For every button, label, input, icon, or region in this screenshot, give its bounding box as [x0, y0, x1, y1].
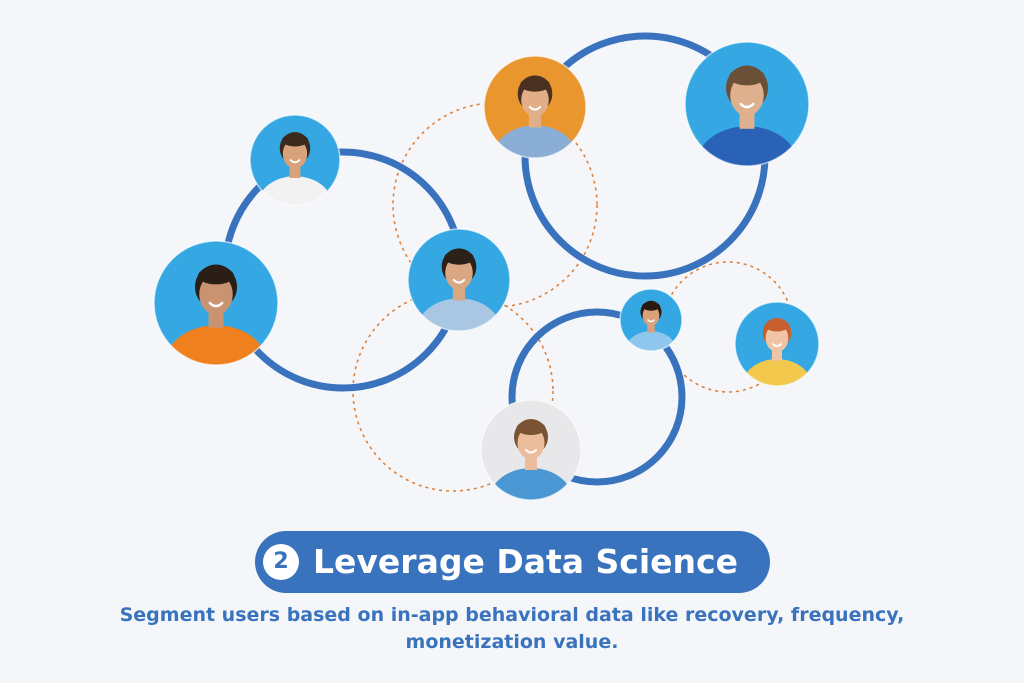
avatar-man-blue-shirt-orange-bg [483, 55, 587, 159]
person-face [765, 324, 789, 352]
avatar-man-orange-sweater [153, 240, 279, 366]
avatar-woman-straw-hat [734, 301, 820, 387]
step-title-pill: 2 Leverage Data Science [255, 531, 770, 593]
person-face [199, 273, 233, 315]
person-shirt [742, 359, 812, 386]
person-face [730, 74, 764, 116]
avatar-man-white-shirt [249, 114, 341, 206]
step-title: Leverage Data Science [313, 542, 738, 581]
person-shirt [493, 125, 577, 158]
person-shirt [696, 126, 798, 166]
ring-center-dashed [392, 102, 598, 308]
avatar-man-beard-blue-shirt [684, 41, 810, 167]
description-line-2: monetization value. [405, 631, 619, 653]
person-face [642, 305, 660, 326]
ring-bottom-solid [508, 308, 686, 486]
person-face [282, 138, 308, 169]
person-face [517, 426, 545, 460]
avatar-woman-blue-top [619, 288, 683, 352]
person-shirt [165, 325, 267, 365]
person-shirt [490, 468, 572, 500]
avatar-woman-blue-sweater [480, 399, 582, 501]
step-description: Segment users based on in-app behavioral… [62, 602, 962, 656]
person-face [521, 83, 549, 117]
person-shirt [258, 176, 332, 205]
person-shirt [417, 298, 501, 331]
person-face [445, 256, 473, 290]
avatar-man-denim-shirt [407, 228, 511, 332]
description-line-1: Segment users based on in-app behavioral… [119, 604, 905, 626]
step-number-badge: 2 [263, 544, 299, 580]
